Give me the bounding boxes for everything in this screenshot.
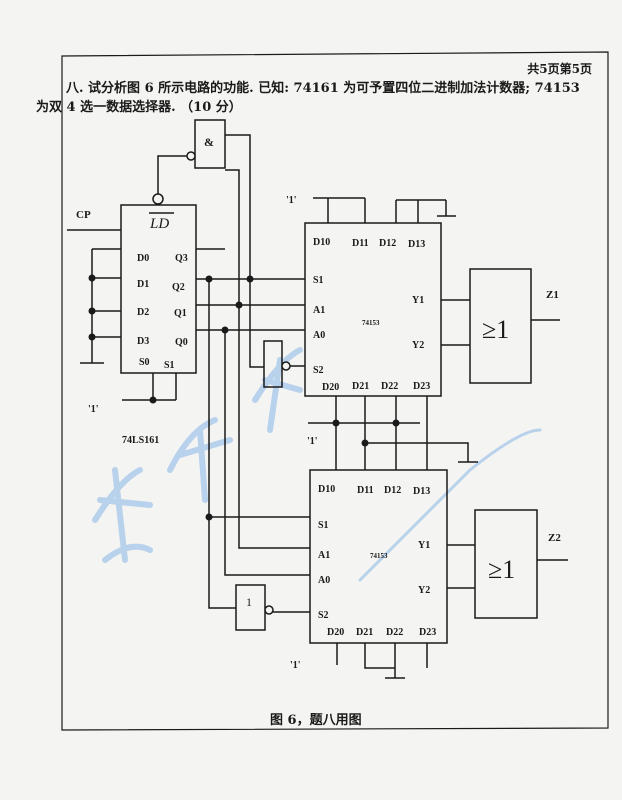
pin-label: A1: [318, 550, 330, 561]
pin-label: 74153: [362, 319, 380, 327]
pin-label: D11: [357, 485, 374, 496]
cp-label: CP: [76, 209, 91, 221]
ld-bubble: [152, 193, 164, 205]
pin-label: D11: [352, 238, 369, 249]
page-indicator: 共5页第5页: [527, 62, 592, 76]
or-gate-lower: ≥1: [474, 509, 538, 619]
pin-s0: S0: [139, 357, 150, 368]
select-bus-wires: [208, 279, 310, 609]
pin-d0: D0: [137, 253, 149, 264]
pin-d1: D1: [137, 279, 149, 290]
watermark-image: [92, 347, 542, 582]
question-text: 八. 试分析图 6 所示电路的功能. 已知: 74161 为可予置四位二进制加法…: [36, 60, 606, 117]
pin-label: D13: [408, 239, 425, 250]
pin-label: Y1: [412, 295, 424, 306]
logic-one-label: '1': [290, 660, 301, 671]
pin-label: ≥1: [488, 555, 515, 584]
pin-q3: Q3: [175, 253, 188, 264]
logic-one-label: '1': [88, 404, 99, 415]
pin-d3: D3: [137, 336, 149, 347]
upper-data-wires: [313, 197, 456, 223]
pin-label: A0: [318, 575, 330, 586]
question-line-2: 为双 4 选一数据选择器. （10 分）: [36, 100, 242, 115]
pin-q0: Q0: [175, 337, 188, 348]
pin-label: D22: [381, 381, 398, 392]
logic-one-label: '1': [307, 436, 318, 447]
pin-label: S2: [318, 610, 329, 621]
mux-upper-74153: D10 D11 D12 D13 S1 A1 A0 S2 74153 Y1 Y2 …: [304, 222, 442, 397]
ld-feedback-wire: [157, 155, 187, 194]
upper-or-wires: [441, 299, 560, 346]
counter-label: 74LS161: [122, 435, 159, 446]
pin-label: D20: [327, 627, 344, 638]
pin-label: D23: [413, 381, 430, 392]
pin-q1: Q1: [174, 308, 187, 319]
page-border: [61, 51, 609, 731]
pin-label: Y2: [412, 340, 424, 351]
inter-mux-wires: [308, 396, 478, 470]
or-gate-upper: ≥1: [469, 268, 532, 384]
ld-label: LD: [149, 216, 169, 232]
pin-label: D10: [313, 237, 330, 248]
pin-label: D20: [322, 382, 339, 393]
pin-label: D23: [419, 627, 436, 638]
pin-label: D10: [318, 484, 335, 495]
figure-caption: 图 6，题八用图: [270, 713, 362, 728]
pin-label: Y2: [418, 585, 430, 596]
question-line-1: 八. 试分析图 6 所示电路的功能. 已知: 74161 为可予置四位二进制加法…: [66, 81, 580, 96]
and-gate: &: [186, 119, 226, 169]
pin-label: D21: [352, 381, 369, 392]
output-z1: Z1: [546, 289, 559, 301]
lower-data-wires: [336, 643, 428, 679]
pin-label: D12: [379, 238, 396, 249]
pin-d2: D2: [137, 307, 149, 318]
pin-s1: S1: [164, 360, 175, 371]
logic-one-label: '1': [286, 195, 297, 206]
junction-dots: [88, 274, 400, 521]
mux-lower-74153: D10 D11 D12 D13 S1 A1 A0 S2 74153 Y1 Y2 …: [309, 469, 448, 644]
pin-label: 74153: [370, 552, 388, 560]
pin-label: S1: [318, 520, 329, 531]
pin-label: S2: [313, 365, 324, 376]
and-input-wires: [225, 134, 264, 520]
pin-label: Y1: [418, 540, 430, 551]
pin-label: D21: [356, 627, 373, 638]
counter-74ls161: LD D0 D1 D2 D3 Q3 Q2 Q1 Q0 S0 S1 74LS161: [120, 193, 197, 446]
lower-or-wires: [447, 544, 568, 589]
s-enable-wire: [122, 373, 177, 401]
and-symbol: &: [204, 135, 214, 149]
ground-bus: [80, 248, 121, 364]
lower-not-gate: 1: [235, 584, 274, 631]
pin-label: D22: [386, 627, 403, 638]
pin-label: ≥1: [482, 315, 509, 344]
pin-label: D12: [384, 485, 401, 496]
pin-label: D13: [413, 486, 430, 497]
pin-q2: Q2: [172, 282, 185, 293]
output-z2: Z2: [548, 532, 561, 544]
pin-label: 1: [246, 595, 252, 609]
pin-label: A1: [313, 305, 325, 316]
pin-label: S1: [313, 275, 324, 286]
pin-label: A0: [313, 330, 325, 341]
